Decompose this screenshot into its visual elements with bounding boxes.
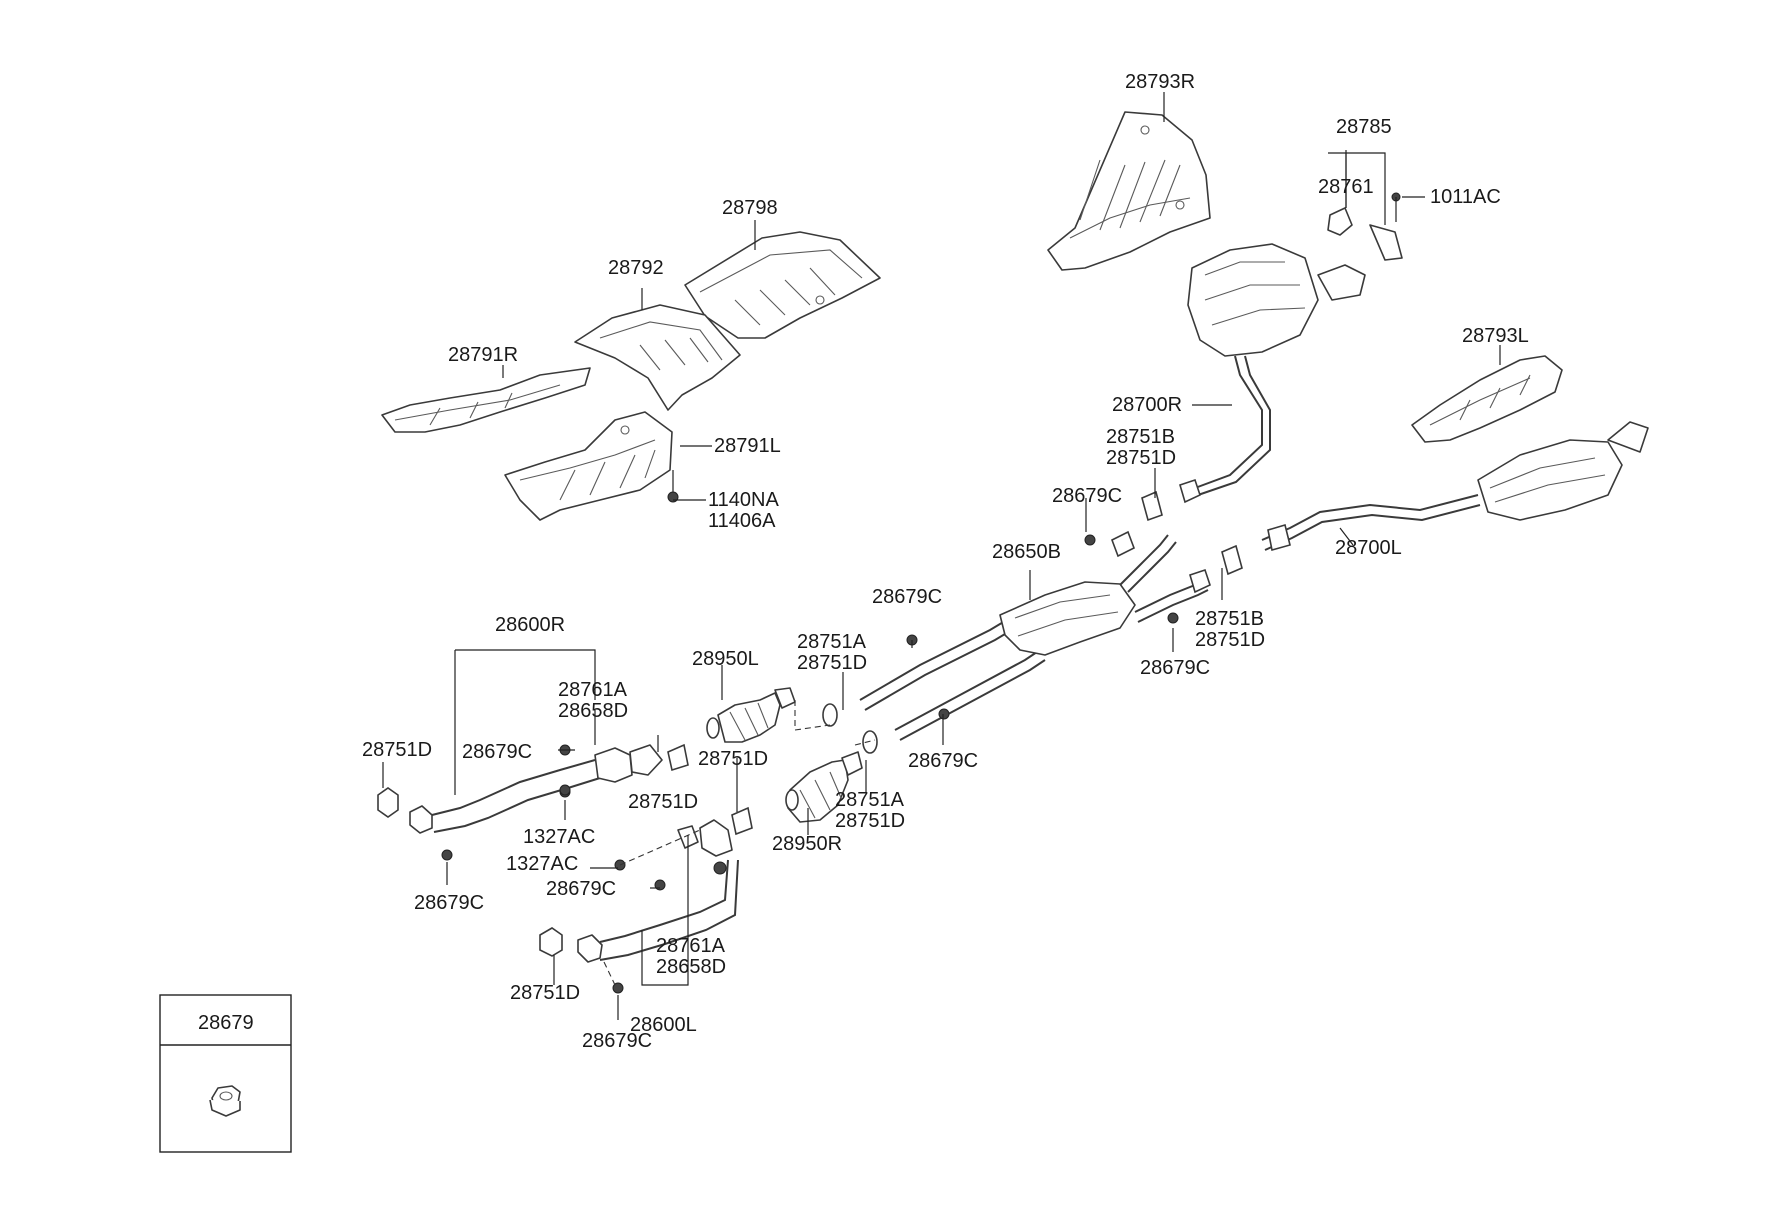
heat-shield-28793L[interactable] (1411, 355, 1563, 443)
legend-part-number: 28679 (198, 1012, 254, 1034)
label-28751D-e[interactable]: 28751D (698, 748, 768, 770)
legend-box-28679[interactable]: 28679 (159, 994, 292, 1153)
label-28600L[interactable]: 28600L (630, 1014, 697, 1036)
label-28793R[interactable]: 28793R (1125, 71, 1195, 93)
label-28751D-g[interactable]: 28751D (628, 791, 698, 813)
gasket-28751A-lower[interactable] (862, 730, 878, 754)
label-28761A-b[interactable]: 28761A (656, 935, 726, 957)
label-28751D-h[interactable]: 28751D (510, 982, 580, 1004)
label-28791R[interactable]: 28791R (448, 344, 518, 366)
hex-flange-nut-icon (209, 1085, 241, 1117)
center-pipe-28650B[interactable] (859, 530, 1211, 741)
label-28785[interactable]: 28785 (1336, 116, 1392, 138)
label-28679C-g[interactable]: 28679C (414, 892, 484, 914)
label-28650B[interactable]: 28650B (992, 541, 1061, 563)
heat-shield-28793R[interactable] (1047, 111, 1211, 271)
label-28679C-e[interactable]: 28679C (908, 750, 978, 772)
label-28751D-b[interactable]: 28751D (1195, 629, 1265, 651)
label-28761[interactable]: 28761 (1318, 176, 1374, 198)
label-1140NA[interactable]: 1140NA (708, 489, 779, 511)
front-pipe-28600L[interactable] (539, 819, 739, 963)
leader-lines (382, 92, 1501, 1020)
label-28798[interactable]: 28798 (722, 197, 778, 219)
label-28793L[interactable]: 28793L (1462, 325, 1529, 347)
label-28950R[interactable]: 28950R (772, 833, 842, 855)
label-28751A-b[interactable]: 28751A (835, 789, 905, 811)
label-28600R[interactable]: 28600R (495, 614, 565, 636)
label-28751D-a[interactable]: 28751D (1106, 447, 1176, 469)
label-28751A-a[interactable]: 28751A (797, 631, 867, 653)
heat-shield-28792[interactable] (574, 304, 741, 411)
label-28761A-a[interactable]: 28761A (558, 679, 628, 701)
label-1327AC-b[interactable]: 1327AC (506, 853, 578, 875)
rear-muffler-28700L[interactable] (1261, 421, 1649, 552)
gasket-28751B-upper[interactable] (1141, 490, 1163, 522)
label-1327AC-a[interactable]: 1327AC (523, 826, 595, 848)
label-28700R[interactable]: 28700R (1112, 394, 1182, 416)
label-28751D-c[interactable]: 28751D (797, 652, 867, 674)
label-28792[interactable]: 28792 (608, 257, 664, 279)
label-28679C-f[interactable]: 28679C (546, 878, 616, 900)
front-pipe-28600R[interactable] (377, 744, 663, 834)
label-28700L[interactable]: 28700L (1335, 537, 1402, 559)
label-28679C-h[interactable]: 28679C (582, 1030, 652, 1052)
catalytic-converter-28950L[interactable] (706, 687, 796, 743)
assembly-dash-lines (603, 700, 876, 986)
label-28679C-b[interactable]: 28679C (1140, 657, 1210, 679)
label-28751D-f[interactable]: 28751D (835, 810, 905, 832)
label-28751D-d[interactable]: 28751D (362, 739, 432, 761)
label-28679C-a[interactable]: 28679C (1052, 485, 1122, 507)
label-11406A[interactable]: 11406A (708, 510, 776, 532)
heat-shield-28798[interactable] (684, 231, 881, 339)
bolt-1011AC[interactable] (1391, 192, 1401, 222)
catalytic-converter-28950R[interactable] (785, 751, 863, 823)
label-28679C-c[interactable]: 28679C (872, 586, 942, 608)
label-28658D-b[interactable]: 28658D (656, 956, 726, 978)
gasket-28751D-mid[interactable] (731, 806, 753, 836)
bolt-1140NA[interactable] (667, 470, 679, 503)
label-28751B-a[interactable]: 28751B (1106, 426, 1175, 448)
label-28679C-d[interactable]: 28679C (462, 741, 532, 763)
heat-shield-28791R[interactable] (381, 367, 591, 433)
part-labels: 28793R 28785 28761 1011AC 28798 28792 28… (362, 71, 1529, 1052)
label-1011AC[interactable]: 1011AC (1430, 186, 1501, 208)
label-28751B-b[interactable]: 28751B (1195, 608, 1264, 630)
label-28950L[interactable]: 28950L (692, 648, 759, 670)
gasket-28751B-lower[interactable] (1221, 544, 1243, 576)
gasket-28751A-upper[interactable] (822, 703, 838, 727)
hanger-28761[interactable] (1327, 207, 1403, 261)
gasket-28751D-front-right[interactable] (667, 743, 689, 772)
heat-shield-28791L[interactable] (504, 411, 673, 521)
label-28791L[interactable]: 28791L (714, 435, 781, 457)
label-28658D-a[interactable]: 28658D (558, 700, 628, 722)
rear-muffler-28700R[interactable] (1179, 243, 1366, 504)
